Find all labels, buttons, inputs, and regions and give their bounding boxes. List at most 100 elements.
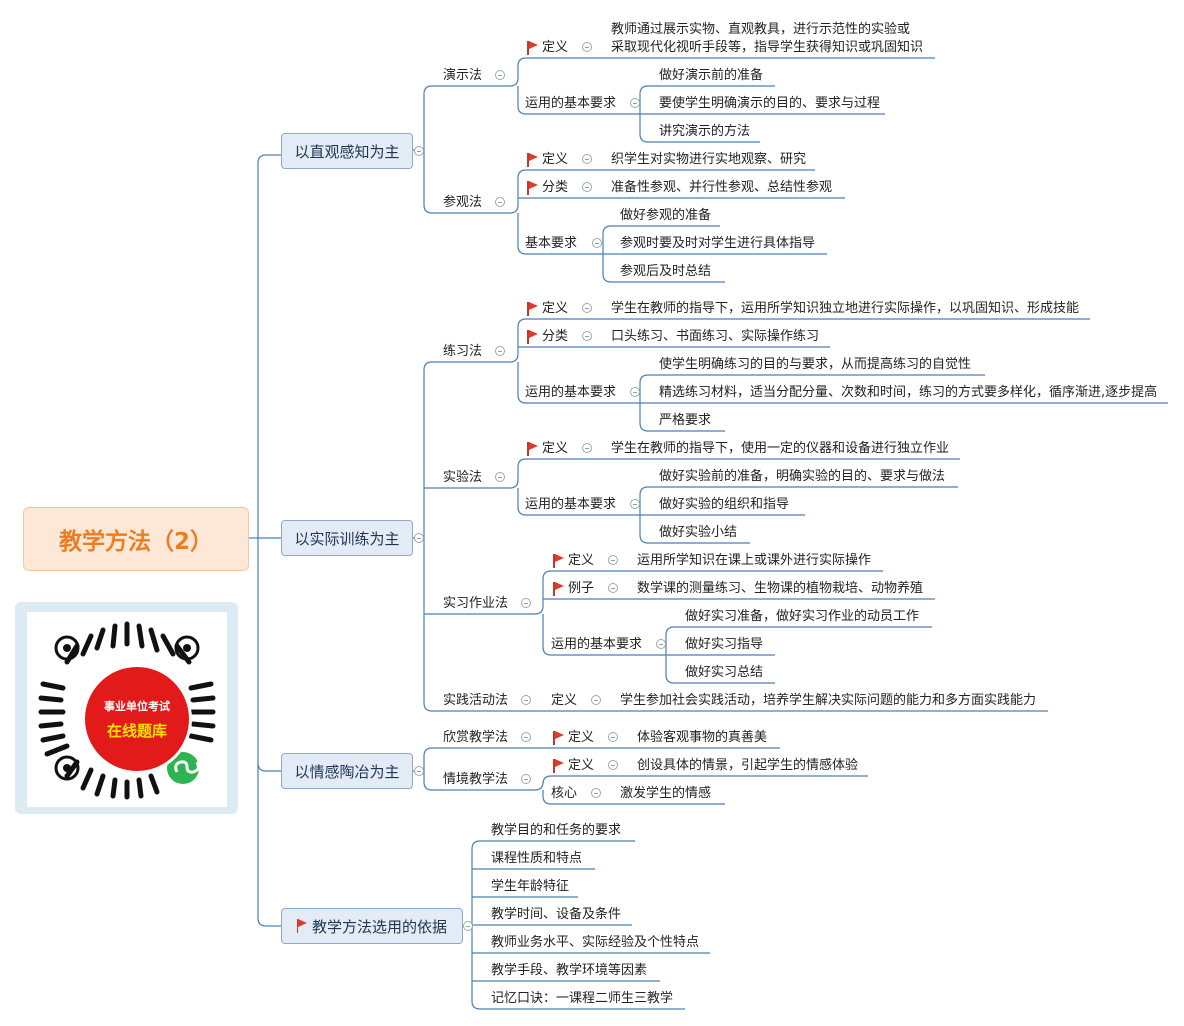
method-situation[interactable]: 情境教学法 <box>443 772 509 787</box>
collapse-icon[interactable] <box>592 238 602 248</box>
experiment-req-2: 做好实验的组织和指导 <box>659 497 790 512</box>
collapse-icon[interactable] <box>582 154 592 164</box>
collapse-icon[interactable] <box>495 346 505 356</box>
demo-req-3: 讲究演示的方法 <box>659 124 751 139</box>
flag-icon <box>553 730 564 745</box>
exercise-def-text: 学生在教师的指导下，运用所学知识独立地进行实际操作，以巩固知识、形成技能 <box>611 301 1080 316</box>
demo-req-key[interactable]: 运用的基本要求 <box>525 96 617 111</box>
visit-cls-text: 准备性参观、并行性参观、总结性参观 <box>611 180 833 195</box>
experiment-req-key[interactable]: 运用的基本要求 <box>525 497 617 512</box>
flag-icon <box>527 180 538 195</box>
collapse-icon[interactable] <box>495 70 505 80</box>
exercise-cls-key[interactable]: 分类 <box>527 329 568 344</box>
demo-req-1: 做好演示前的准备 <box>659 68 764 83</box>
appreciation-def-key[interactable]: 定义 <box>553 730 594 745</box>
collapse-icon[interactable] <box>463 921 473 931</box>
internship-def-text: 运用所学知识在课上或课外进行实际操作 <box>637 553 872 568</box>
visit-req-1: 做好参观的准备 <box>620 208 712 223</box>
method-visit[interactable]: 参观法 <box>443 195 483 210</box>
collapse-icon[interactable] <box>521 732 531 742</box>
collapse-icon[interactable] <box>656 639 666 649</box>
exercise-req-key[interactable]: 运用的基本要求 <box>525 385 617 400</box>
method-appreciation[interactable]: 欣赏教学法 <box>443 730 509 745</box>
visit-def-text: 织学生对实物进行实地观察、研究 <box>611 152 807 167</box>
branch-practice[interactable]: 以实际训练为主 <box>281 520 413 556</box>
collapse-icon[interactable] <box>521 598 531 608</box>
mini-program-icon <box>167 752 199 784</box>
flag-icon <box>553 758 564 773</box>
situation-def-key[interactable]: 定义 <box>553 758 594 773</box>
method-internship[interactable]: 实习作业法 <box>443 596 509 611</box>
activity-def-text: 学生参加社会实践活动，培养学生解决实际问题的能力和多方面实践能力 <box>620 693 1037 708</box>
visit-cls-key[interactable]: 分类 <box>527 180 568 195</box>
collapse-icon[interactable] <box>521 695 531 705</box>
collapse-icon[interactable] <box>495 472 505 482</box>
exercise-cls-text: 口头练习、书面练习、实际操作练习 <box>611 329 820 344</box>
collapse-icon[interactable] <box>414 766 424 776</box>
collapse-icon[interactable] <box>414 533 424 543</box>
collapse-icon[interactable] <box>591 788 601 798</box>
basis-item: 教学手段、教学环境等因素 <box>491 963 648 978</box>
method-exercise[interactable]: 练习法 <box>443 344 483 359</box>
flag-icon <box>527 329 538 344</box>
collapse-icon[interactable] <box>582 331 592 341</box>
collapse-icon[interactable] <box>608 555 618 565</box>
situation-core-text: 激发学生的情感 <box>620 786 712 801</box>
flag-icon <box>527 301 538 316</box>
collapse-icon[interactable] <box>582 303 592 313</box>
collapse-icon[interactable] <box>630 98 640 108</box>
qr-subtitle: 在线题库 <box>106 721 167 740</box>
experiment-def-key[interactable]: 定义 <box>527 441 568 456</box>
collapse-icon[interactable] <box>608 583 618 593</box>
internship-req-key[interactable]: 运用的基本要求 <box>551 637 643 652</box>
collapse-icon[interactable] <box>608 760 618 770</box>
experiment-req-3: 做好实验小结 <box>659 525 738 540</box>
collapse-icon[interactable] <box>630 387 640 397</box>
method-activity[interactable]: 实践活动法 <box>443 693 509 708</box>
basis-item: 教师业务水平、实际经验及个性特点 <box>491 935 700 950</box>
internship-req-2: 做好实习指导 <box>685 637 764 652</box>
collapse-icon[interactable] <box>582 182 592 192</box>
internship-def-key[interactable]: 定义 <box>553 553 594 568</box>
situation-core-key[interactable]: 核心 <box>551 786 578 801</box>
basis-item: 学生年龄特征 <box>491 879 570 894</box>
internship-ex-key[interactable]: 例子 <box>553 581 594 596</box>
collapse-icon[interactable] <box>414 146 424 156</box>
collapse-icon[interactable] <box>582 443 592 453</box>
collapse-icon[interactable] <box>521 774 531 784</box>
method-demo[interactable]: 演示法 <box>443 68 483 83</box>
root-topic[interactable]: 教学方法（2） <box>23 507 249 571</box>
branch-emotion[interactable]: 以情感陶冶为主 <box>281 753 413 789</box>
branch-basis-label: 教学方法选用的依据 <box>311 917 447 936</box>
qr-center-badge: 事业单位考试 在线题库 <box>82 664 192 774</box>
branch-intuitive[interactable]: 以直观感知为主 <box>281 133 413 169</box>
basis-item: 教学目的和任务的要求 <box>491 823 622 838</box>
flag-icon <box>527 40 538 55</box>
exercise-req-2: 精选练习材料，适当分配分量、次数和时间，练习的方式要多样化，循序渐进,逐步提高 <box>659 385 1158 400</box>
activity-def-key[interactable]: 定义 <box>551 693 578 708</box>
basis-item: 教学时间、设备及条件 <box>491 907 622 922</box>
collapse-icon[interactable] <box>591 695 601 705</box>
experiment-def-text: 学生在教师的指导下，使用一定的仪器和设备进行独立作业 <box>611 441 950 456</box>
demo-req-2: 要使学生明确演示的目的、要求与过程 <box>659 96 881 111</box>
demo-def-key[interactable]: 定义 <box>527 40 568 55</box>
method-experiment[interactable]: 实验法 <box>443 470 483 485</box>
visit-def-key[interactable]: 定义 <box>527 152 568 167</box>
collapse-icon[interactable] <box>495 197 505 207</box>
visit-req-key[interactable]: 基本要求 <box>525 236 578 251</box>
demo-def-text-2: 采取现代化视听手段等，指导学生获得知识或巩固知识 <box>611 40 924 55</box>
flag-icon <box>553 581 564 596</box>
branch-basis[interactable]: 教学方法选用的依据 <box>281 908 463 944</box>
flag-icon <box>527 152 538 167</box>
exercise-def-key[interactable]: 定义 <box>527 301 568 316</box>
exercise-req-3: 严格要求 <box>659 413 712 428</box>
collapse-icon[interactable] <box>608 732 618 742</box>
collapse-icon[interactable] <box>630 499 640 509</box>
flag-icon <box>553 553 564 568</box>
collapse-icon[interactable] <box>582 42 592 52</box>
visit-req-3: 参观后及时总结 <box>620 264 712 279</box>
basis-item: 课程性质和特点 <box>491 851 583 866</box>
flag-icon <box>527 441 538 456</box>
